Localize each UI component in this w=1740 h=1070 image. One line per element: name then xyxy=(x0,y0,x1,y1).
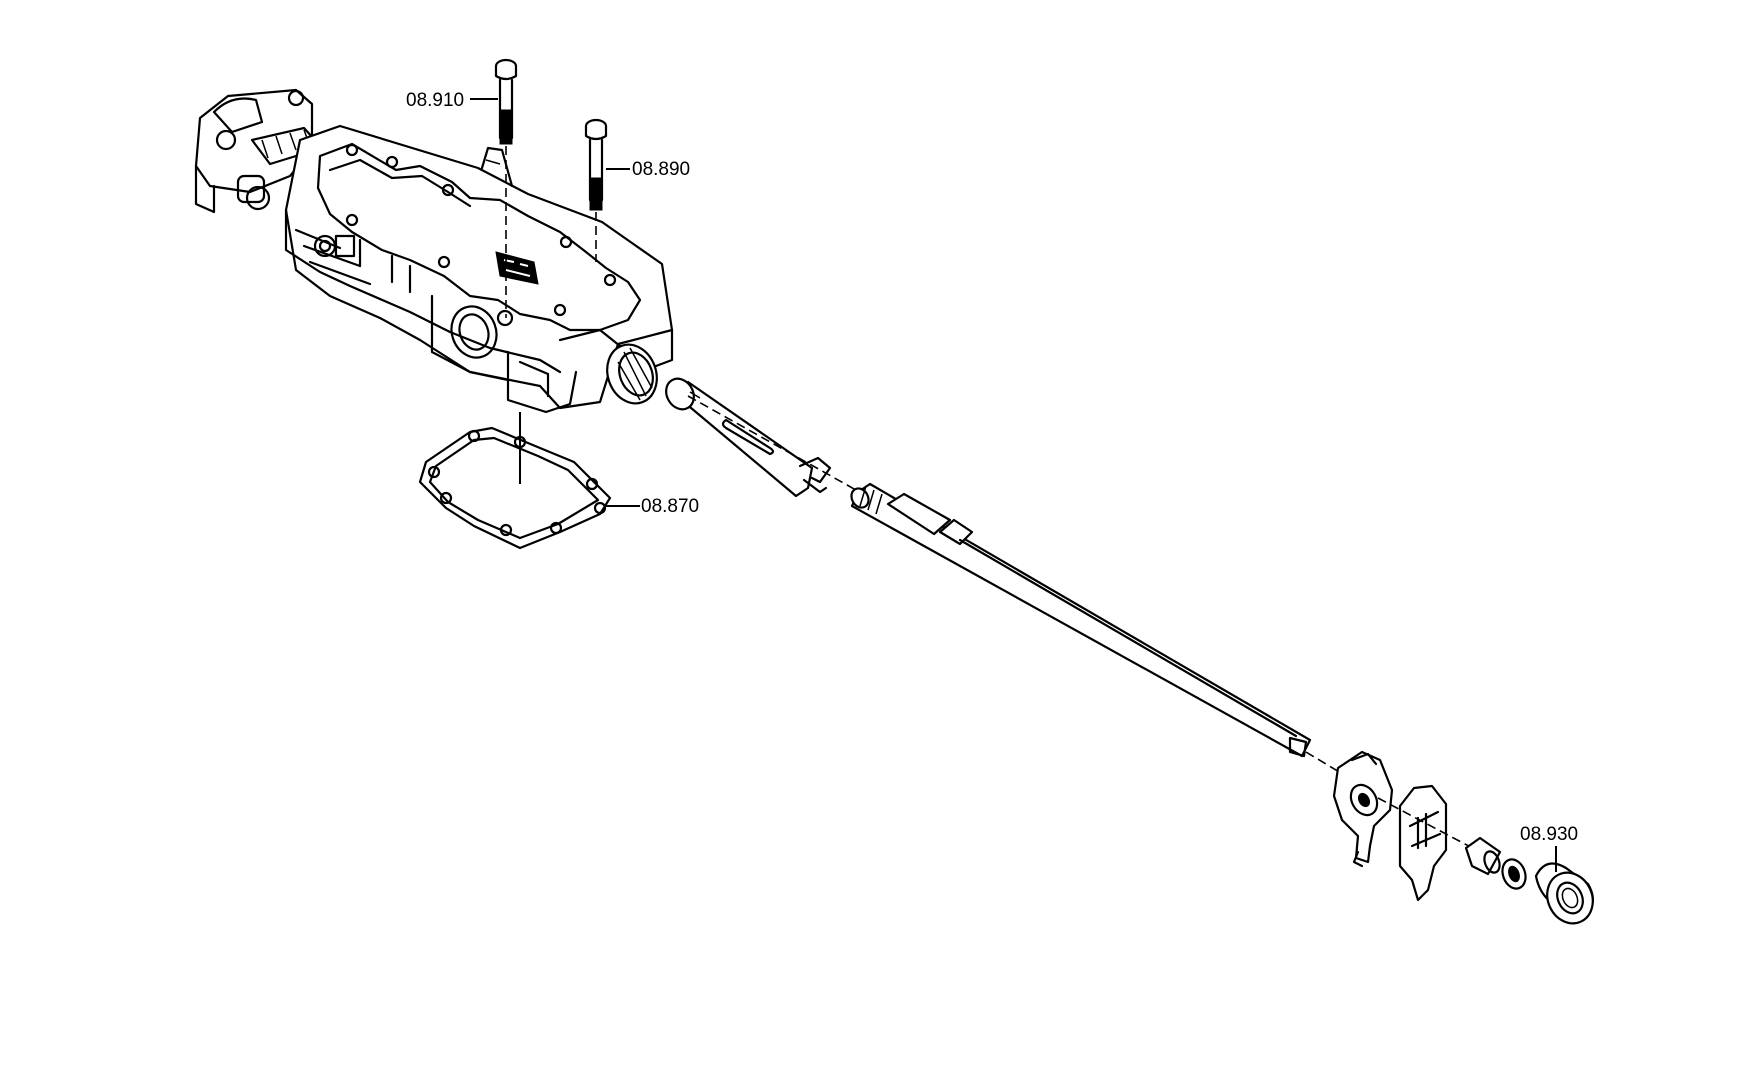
guide-plate xyxy=(1398,784,1448,902)
callout-label: 08.910 xyxy=(406,90,464,111)
shift-rod xyxy=(850,482,1312,758)
callout-label: 08.870 xyxy=(641,496,699,517)
callout-08930: 08.930 xyxy=(1520,824,1578,872)
shift-tube xyxy=(665,377,832,498)
tube-axis xyxy=(687,395,857,491)
callout-08910: 08.910 xyxy=(406,90,498,111)
bolt-long-08910 xyxy=(494,58,518,145)
shift-fork xyxy=(1332,750,1394,868)
bolt-short-08890 xyxy=(584,118,608,211)
callout-label: 08.930 xyxy=(1520,824,1578,845)
fork-axis xyxy=(1377,797,1481,853)
callout-label: 08.890 xyxy=(632,159,690,180)
spacer-sleeve xyxy=(1464,836,1502,876)
bearing-08930 xyxy=(1534,862,1594,925)
gasket-08870 xyxy=(418,426,612,550)
small-nut xyxy=(1501,858,1527,890)
callout-08890: 08.890 xyxy=(606,159,690,180)
callout-08870: 08.870 xyxy=(606,496,699,517)
